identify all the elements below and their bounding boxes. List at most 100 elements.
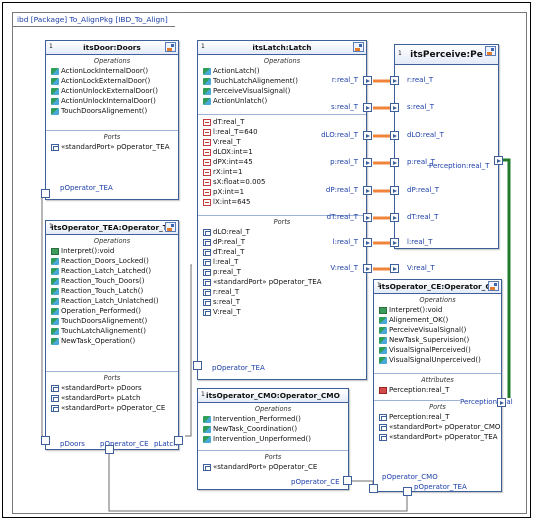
perceive-flow-port[interactable] — [390, 264, 399, 273]
attribute-item[interactable]: V:real_T — [198, 137, 366, 147]
operation-item[interactable]: Intervention_Performed() — [198, 414, 348, 424]
operation-item[interactable]: VisualSignalPerceived() — [374, 345, 501, 355]
port-item[interactable]: Perception:real_T — [374, 412, 501, 422]
perceive-flow-port[interactable] — [390, 213, 399, 222]
ce-port-tea[interactable] — [403, 487, 412, 496]
multiplicity: 1 — [377, 282, 381, 289]
part-operator-ce[interactable]: 1 itsOperator_CE:Operator_CE Operations … — [373, 279, 502, 492]
attribute-item[interactable]: Perception:real_T — [374, 385, 501, 395]
attribute-item[interactable]: pX:int=1 — [198, 187, 366, 197]
operation-item[interactable]: Reaction_Touch_Latch() — [46, 286, 178, 296]
port-item-label: p:real_T — [213, 268, 241, 276]
latch-flow-port[interactable] — [363, 103, 372, 112]
attribute-item[interactable]: lX:int=645 — [198, 197, 366, 207]
operation-item[interactable]: NewTask_Supervision() — [374, 335, 501, 345]
operation-item[interactable]: ActionUnlatch() — [198, 96, 366, 106]
operation-item[interactable]: Reaction_Latch_Unlatched() — [46, 296, 178, 306]
attribute-icon — [203, 168, 211, 176]
tea-port-pdoors[interactable] — [41, 436, 50, 445]
port-icon — [203, 463, 211, 471]
operation-item[interactable]: Operation_Performed() — [46, 306, 178, 316]
port-item[interactable]: «standardPort» pOperator_TEA — [198, 277, 366, 287]
perceive-flow-port[interactable] — [390, 76, 399, 85]
cmo-port[interactable] — [343, 476, 352, 485]
port-item[interactable]: r:real_T — [198, 287, 366, 297]
operation-item[interactable]: VisualSignalUnperceived() — [374, 355, 501, 365]
latch-flow-port[interactable] — [363, 186, 372, 195]
door-port[interactable] — [41, 189, 50, 198]
tea-port-platch[interactable] — [174, 436, 183, 445]
operation-item[interactable]: ActionUnlockExternalDoor() — [46, 86, 178, 96]
operation-item[interactable]: ActionLockExternalDoor() — [46, 76, 178, 86]
operation-item[interactable]: ActionLockInternalDoor() — [46, 66, 178, 76]
port-item-label: «standardPort» pOperator_CE — [61, 404, 166, 412]
operation-label: VisualSignalUnperceived() — [389, 356, 481, 364]
attribute-item[interactable]: dPX:int=45 — [198, 157, 366, 167]
ce-perception-port[interactable] — [497, 398, 506, 407]
operation-item[interactable]: Alignement_OK() — [374, 315, 501, 325]
port-item[interactable]: dLO:real_T — [198, 227, 366, 237]
latch-flow-port[interactable] — [363, 76, 372, 85]
latch-flow-port[interactable] — [363, 264, 372, 273]
port-item[interactable]: s:real_T — [198, 297, 366, 307]
operation-item[interactable]: Interpret():void — [46, 246, 178, 256]
port-item[interactable]: «standardPort» pOperator_TEA — [374, 432, 501, 442]
port-item[interactable]: «standardPort» pLatch — [46, 393, 178, 403]
port-item[interactable]: «standardPort» pOperator_CMO — [374, 422, 501, 432]
perceive-flow-port[interactable] — [390, 131, 399, 140]
port-item[interactable]: «standardPort» pDoors — [46, 383, 178, 393]
operation-item[interactable]: TouchDoorsAlignement() — [46, 316, 178, 326]
operation-item[interactable]: Reaction_Latch_Latched() — [46, 266, 178, 276]
attribute-label: dLOX:int=1 — [213, 148, 253, 156]
port-item[interactable]: V:real_T — [198, 307, 366, 317]
port-item[interactable]: «standardPort» pOperator_CE — [46, 403, 178, 413]
operation-item[interactable]: TouchDoorsAlignement() — [46, 106, 178, 116]
part-operator-tea[interactable]: 1 itsOperator_TEA:Operator_TE Operations… — [45, 220, 179, 450]
operation-item[interactable]: NewTask_Operation() — [46, 336, 178, 346]
port-item[interactable]: «standardPort» pOperator_TEA — [46, 142, 178, 152]
latch-flow-port[interactable] — [363, 158, 372, 167]
operation-item[interactable]: ActionLatch() — [198, 66, 366, 76]
part-door[interactable]: 1 itsDoor:Doors Operations ActionLockInt… — [45, 40, 179, 200]
operation-item[interactable]: TouchLatchAlignement() — [46, 326, 178, 336]
operation-item[interactable]: PerceiveVisualSignal() — [374, 325, 501, 335]
port-item[interactable]: l:real_T — [198, 257, 366, 267]
attribute-item[interactable]: l:real_T=640 — [198, 127, 366, 137]
port-item[interactable]: dP:real_T — [198, 237, 366, 247]
attribute-item[interactable]: rX:int=1 — [198, 167, 366, 177]
latch-port-pOperator-TEA[interactable] — [193, 361, 202, 370]
operation-item[interactable]: Intervention_Unperformed() — [198, 434, 348, 444]
operation-item[interactable]: PerceiveVisualSignal() — [198, 86, 366, 96]
separator — [374, 373, 501, 374]
separator — [46, 130, 178, 131]
port-item[interactable]: p:real_T — [198, 267, 366, 277]
ce-port-cmo[interactable] — [369, 484, 378, 493]
perceive-out-port[interactable] — [494, 156, 503, 165]
latch-flow-port[interactable] — [363, 238, 372, 247]
operation-item[interactable]: Interpret():void — [374, 305, 501, 315]
operation-item[interactable]: TouchLatchAlignement() — [198, 76, 366, 86]
port-item[interactable]: dT:real_T — [198, 247, 366, 257]
operation-item[interactable]: Reaction_Doors_Locked() — [46, 256, 178, 266]
perceive-flow-port[interactable] — [390, 186, 399, 195]
perceive-flow-port[interactable] — [390, 103, 399, 112]
attribute-item[interactable]: dLOX:int=1 — [198, 147, 366, 157]
attribute-item[interactable]: dT:real_T — [198, 117, 366, 127]
flow-links — [373, 79, 390, 271]
part-perceive[interactable]: 1 itsPerceive:Pe — [394, 44, 499, 249]
operation-item[interactable]: ActionUnlockInternalDoor() — [46, 96, 178, 106]
operation-icon — [203, 97, 211, 105]
perceive-flow-port[interactable] — [390, 158, 399, 167]
operation-item[interactable]: Reaction_Touch_Doors() — [46, 276, 178, 286]
perceive-flow-port[interactable] — [390, 238, 399, 247]
part-latch[interactable]: 1 itsLatch:Latch Operations ActionLatch(… — [197, 40, 367, 380]
port-item[interactable]: «standardPort» pOperator_CE — [198, 462, 348, 472]
part-operator-cmo[interactable]: 1 itsOperator_CMO:Operator_CMO Operation… — [197, 388, 349, 490]
operation-item[interactable]: NewTask_Coordination() — [198, 424, 348, 434]
tea-port-pce[interactable] — [105, 445, 114, 454]
operation-label: Intervention_Unperformed() — [213, 435, 311, 443]
diagram-canvas[interactable]: ibd [Package] To_AlignPkg [IBD_To_Align]… — [12, 12, 527, 514]
latch-flow-port[interactable] — [363, 131, 372, 140]
latch-flow-port[interactable] — [363, 213, 372, 222]
attribute-item[interactable]: sX:float=0.005 — [198, 177, 366, 187]
